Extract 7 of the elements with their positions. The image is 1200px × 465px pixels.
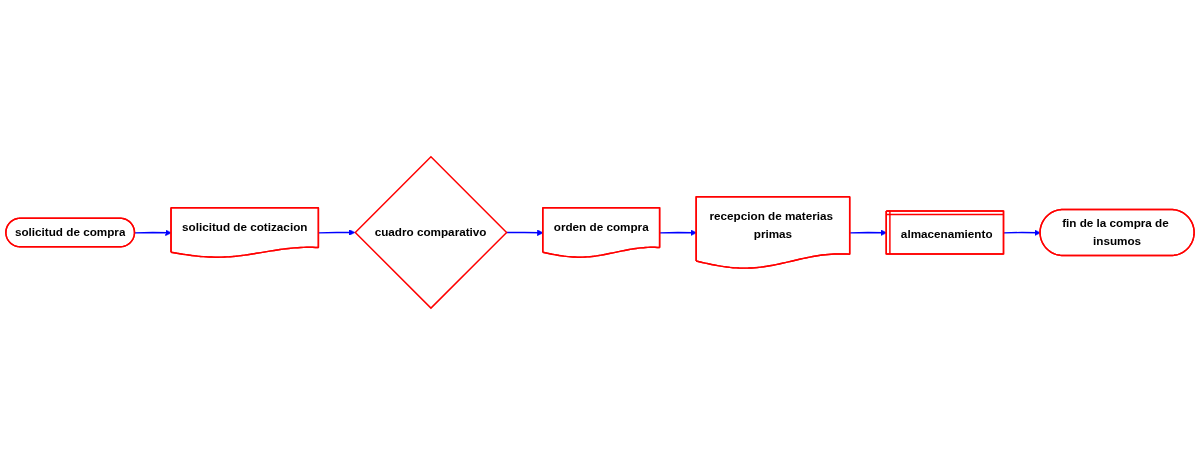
arrow bbox=[659, 229, 697, 236]
node-diamond: cuadro comparativo bbox=[354, 155, 508, 310]
arrow bbox=[505, 229, 544, 236]
arrow bbox=[134, 229, 172, 236]
arrow bbox=[849, 229, 887, 236]
arrow bbox=[1003, 229, 1041, 236]
arrow bbox=[318, 229, 356, 236]
